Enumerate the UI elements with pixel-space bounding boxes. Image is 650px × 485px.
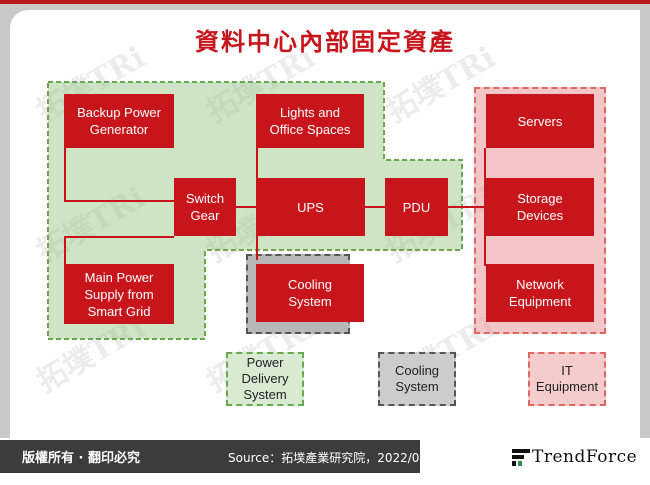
switch-gear-box: Switch Gear <box>174 178 236 236</box>
storage-devices-box: Storage Devices <box>486 178 594 236</box>
connector-line <box>64 236 66 266</box>
backup-power-generator-box: Backup Power Generator <box>64 94 174 148</box>
trendforce-logo-icon <box>512 449 530 466</box>
trendforce-logo-text: TrendForce <box>532 447 638 467</box>
copyright-text: 版權所有 · 翻印必究 <box>22 451 140 466</box>
connector-line <box>64 200 174 202</box>
servers-box: Servers <box>486 94 594 148</box>
top-accent-bar <box>0 0 650 4</box>
legend-it-equipment: IT Equipment <box>528 352 606 406</box>
legend-cooling-system: Cooling System <box>378 352 456 406</box>
ups-box: UPS <box>256 178 365 236</box>
network-equipment-box: Network Equipment <box>486 264 594 322</box>
source-text: Source：拓墣產業研究院，2022/03 <box>228 451 428 465</box>
connector-line <box>236 206 256 208</box>
cooling-system-box: Cooling System <box>256 264 364 322</box>
legend-power-delivery: Power Delivery System <box>226 352 304 406</box>
lights-office-box: Lights and Office Spaces <box>256 94 364 148</box>
footer-bar <box>0 440 420 473</box>
main-power-supply-box: Main Power Supply from Smart Grid <box>64 264 174 324</box>
pdu-box: PDU <box>385 178 448 236</box>
connector-line <box>448 206 486 208</box>
page-title: 資料中心內部固定資產 <box>195 27 455 56</box>
connector-line <box>365 206 385 208</box>
connector-line <box>64 236 174 238</box>
trendforce-logo: TrendForce <box>510 446 637 468</box>
connector-line <box>64 140 66 200</box>
connector-line <box>484 148 486 266</box>
